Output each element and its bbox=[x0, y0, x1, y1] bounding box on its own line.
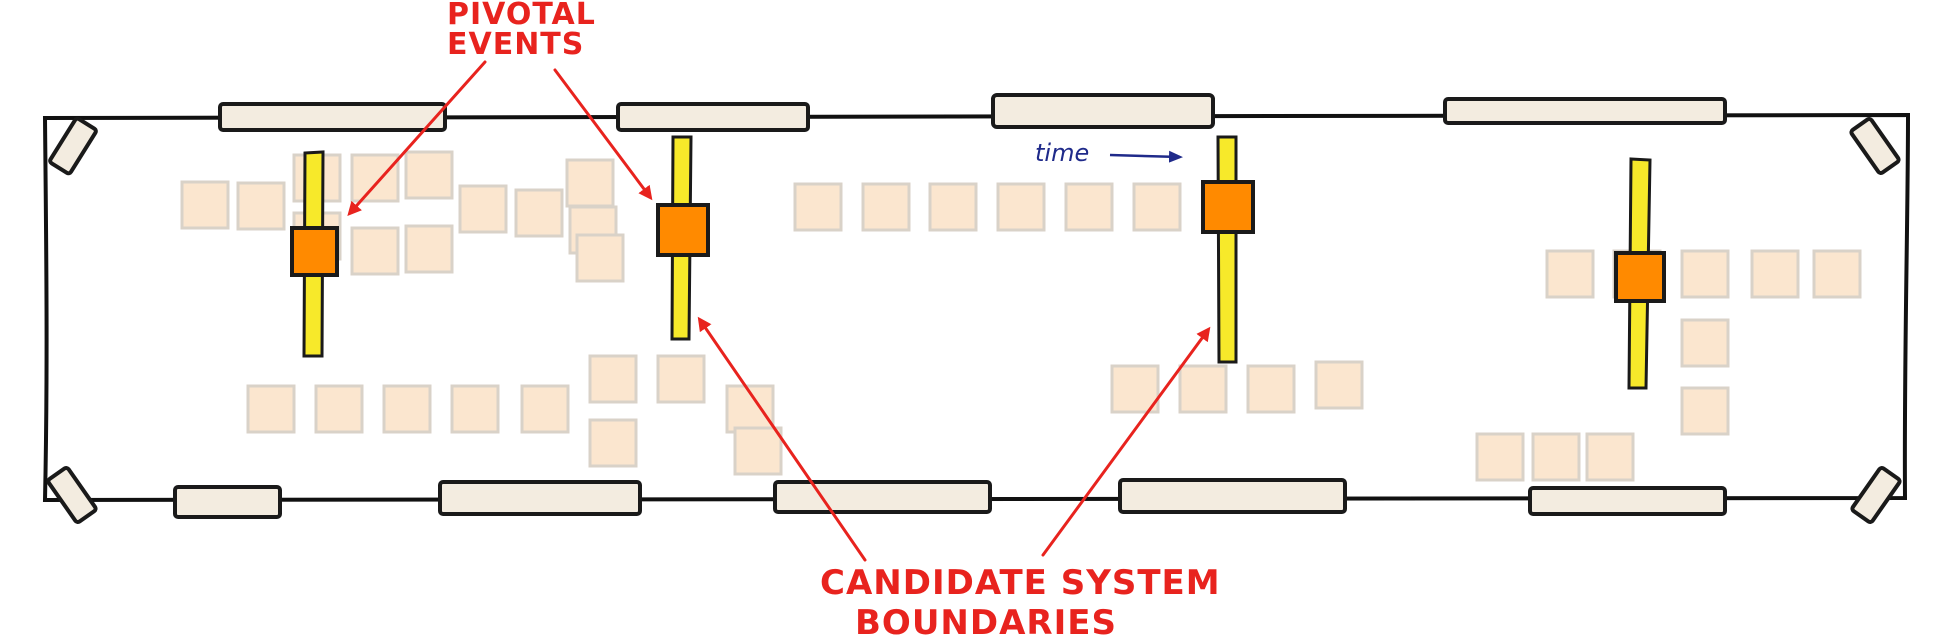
sticky-notes bbox=[180, 150, 1862, 482]
corner-tapes bbox=[46, 116, 1902, 525]
pivotal-arrow-right bbox=[553, 68, 653, 201]
sticky-note bbox=[246, 384, 296, 434]
sticky-note bbox=[1178, 364, 1228, 414]
tape-bottom bbox=[773, 480, 992, 514]
top-tapes bbox=[218, 93, 1727, 132]
sticky-note bbox=[404, 224, 454, 274]
sticky-note bbox=[733, 426, 783, 476]
sticky-note bbox=[1545, 249, 1595, 299]
pivotal-event bbox=[1614, 251, 1666, 303]
sticky-note bbox=[725, 384, 775, 434]
sticky-note bbox=[793, 182, 843, 232]
candidate-label-line1: CANDIDATE SYSTEM bbox=[820, 563, 1221, 603]
tape-bottom bbox=[438, 480, 642, 516]
sticky-note bbox=[1475, 432, 1525, 482]
tape-top bbox=[218, 102, 447, 132]
sticky-note bbox=[450, 384, 500, 434]
pivotal-label-line2: EVENTS bbox=[447, 27, 584, 62]
pivotal-event bbox=[290, 226, 339, 277]
sticky-note bbox=[514, 188, 564, 238]
pivotal-events bbox=[290, 180, 1666, 303]
sticky-note bbox=[404, 150, 454, 200]
tape-bottom-left bbox=[46, 465, 98, 525]
time-label: time bbox=[1035, 139, 1089, 167]
sticky-note bbox=[382, 384, 432, 434]
sticky-note bbox=[588, 418, 638, 468]
sticky-note bbox=[1246, 364, 1296, 414]
sticky-note bbox=[350, 153, 400, 203]
tape-bottom bbox=[1118, 478, 1347, 514]
sticky-note bbox=[1132, 182, 1182, 232]
sticky-note bbox=[575, 233, 625, 283]
sticky-note bbox=[588, 354, 638, 404]
sticky-note bbox=[1680, 386, 1730, 436]
time-arrow bbox=[1109, 150, 1183, 163]
sticky-note bbox=[1585, 432, 1635, 482]
candidate-arrow-left bbox=[697, 316, 867, 562]
boundary-bar bbox=[1216, 135, 1238, 364]
tape-top bbox=[991, 93, 1215, 129]
sticky-note bbox=[314, 384, 364, 434]
sticky-note bbox=[565, 158, 615, 208]
sticky-note bbox=[1314, 360, 1364, 410]
sticky-note bbox=[928, 182, 978, 232]
pivotal-event bbox=[1201, 180, 1255, 234]
sticky-note bbox=[1750, 249, 1800, 299]
sticky-note bbox=[520, 384, 570, 434]
sticky-note bbox=[861, 182, 911, 232]
candidate-label-line2: BOUNDARIES bbox=[855, 603, 1117, 642]
candidate-arrow-right bbox=[1041, 326, 1211, 557]
pivotal-label-line1: PIVOTAL bbox=[447, 0, 596, 32]
sticky-note bbox=[996, 182, 1046, 232]
tape-top-right bbox=[1849, 116, 1901, 176]
tape-bottom-right bbox=[1850, 465, 1902, 525]
tape-top-left bbox=[48, 116, 98, 176]
tape-top bbox=[616, 102, 810, 132]
sticky-note bbox=[458, 184, 508, 234]
sticky-note bbox=[180, 180, 230, 230]
tape-bottom bbox=[173, 485, 282, 519]
bottom-tapes bbox=[173, 478, 1727, 519]
tape-bottom bbox=[1528, 486, 1727, 516]
sticky-note bbox=[1680, 249, 1730, 299]
tape-top bbox=[1443, 97, 1727, 125]
sticky-note bbox=[1064, 182, 1114, 232]
pivotal-arrow-left bbox=[347, 60, 487, 216]
sticky-note bbox=[656, 354, 706, 404]
sticky-note bbox=[1680, 318, 1730, 368]
sticky-note bbox=[350, 226, 400, 276]
pivotal-event bbox=[656, 203, 710, 257]
sticky-note bbox=[236, 181, 286, 231]
sticky-note bbox=[1812, 249, 1862, 299]
sticky-note bbox=[1531, 432, 1581, 482]
sticky-note bbox=[1110, 364, 1160, 414]
